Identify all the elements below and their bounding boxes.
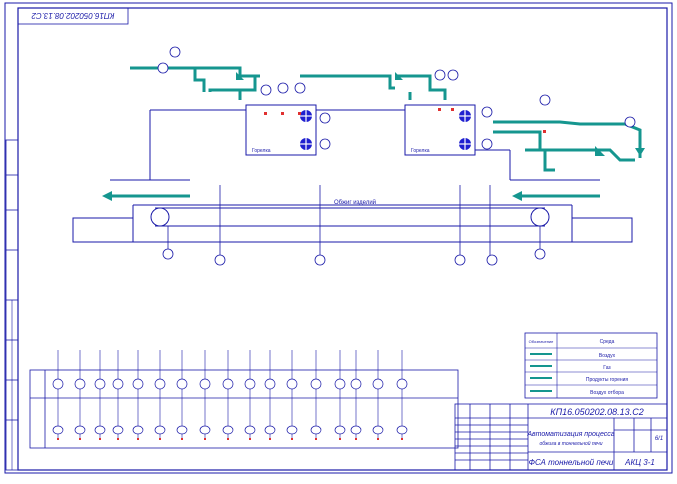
instrument-bubble <box>244 378 256 390</box>
stamp-sheet: 6/1 <box>655 436 663 442</box>
instrument-device <box>286 425 298 435</box>
stamp-title-2: обжига в тоннельной печи <box>539 440 602 447</box>
arrow-left-icon <box>512 191 522 201</box>
measurement-marker <box>377 438 379 440</box>
signal-lines <box>110 109 600 181</box>
instrument-bubble <box>264 378 276 390</box>
air-pipe <box>130 66 642 172</box>
legend-table <box>524 332 658 399</box>
measurement-marker <box>339 438 341 440</box>
instrument-bubble <box>372 378 384 390</box>
instrument-device <box>396 425 408 435</box>
instrument-bubble <box>350 378 362 390</box>
instrument-device <box>199 425 211 435</box>
instrument-device <box>154 425 166 435</box>
pipe-valves <box>236 72 645 156</box>
measurement-marker <box>57 438 59 440</box>
instrument-bubble <box>94 378 106 390</box>
instrument-bubble <box>222 378 234 390</box>
instrument-device <box>372 425 384 435</box>
instrument-device <box>334 425 346 435</box>
instrument-device <box>264 425 276 435</box>
furnace-box-1 <box>245 104 317 156</box>
title-block <box>454 403 668 471</box>
measurement-marker <box>159 438 161 440</box>
legend-item: Воздух отбора <box>590 390 624 396</box>
instrument-device <box>350 425 362 435</box>
measurement-marker <box>204 438 206 440</box>
instrument-device <box>112 425 124 435</box>
instrument-bubble <box>334 378 346 390</box>
stamp-title: Автоматизация процесса <box>526 431 614 438</box>
sensor-drops <box>167 185 541 256</box>
furnace-label-1: Горелка <box>252 148 271 154</box>
measurement-markers <box>264 108 546 133</box>
instrument-device <box>176 425 188 435</box>
instrument-bubble <box>52 378 64 390</box>
instrument-device <box>244 425 256 435</box>
legend-header-left: Обозначение <box>529 339 555 344</box>
measurement-marker <box>181 438 183 440</box>
instrument-bubble <box>74 378 86 390</box>
conveyor-label: Обжиг изделий <box>334 199 376 206</box>
measurement-marker <box>355 438 357 440</box>
left-margin-strips <box>5 139 19 471</box>
instrument-bubble <box>176 378 188 390</box>
stamp-subtitle: ФСА тоннельной печи <box>529 458 614 467</box>
instrument-columns <box>52 350 408 440</box>
instrument-device <box>94 425 106 435</box>
instrument-bubble <box>112 378 124 390</box>
instrument-device <box>52 425 64 435</box>
instrument-bubble <box>310 378 322 390</box>
arrow-left-icon <box>102 191 112 201</box>
tunnel-kiln <box>72 204 633 243</box>
legend-item: Газ <box>603 365 611 371</box>
furnace-label-2: Горелка <box>411 148 430 154</box>
top-stamp-code: КП16.050202.08.13.С2 <box>31 11 115 20</box>
instrument-bubble <box>286 378 298 390</box>
instrument-bubble <box>199 378 211 390</box>
measurement-marker <box>269 438 271 440</box>
instrument-bubbles <box>157 46 636 266</box>
measurement-marker <box>227 438 229 440</box>
legend-header-right: Среда <box>600 339 615 345</box>
stamp-group: АКЦ 3-1 <box>624 458 655 467</box>
measurement-marker <box>137 438 139 440</box>
instrument-device <box>310 425 322 435</box>
outer-frame <box>4 2 673 474</box>
furnace-box-2 <box>404 104 476 156</box>
instrument-bubble <box>154 378 166 390</box>
measurement-marker <box>99 438 101 440</box>
top-stamp-box <box>17 7 129 25</box>
instrument-device <box>74 425 86 435</box>
burner-icon <box>300 110 471 150</box>
legend-item: Воздух <box>599 353 616 359</box>
instrument-table <box>29 369 459 449</box>
instrument-device <box>222 425 234 435</box>
instrument-device <box>132 425 144 435</box>
measurement-marker <box>401 438 403 440</box>
stamp-code: КП16.050202.08.13.С2 <box>550 407 643 417</box>
measurement-marker <box>79 438 81 440</box>
instrument-bubble <box>132 378 144 390</box>
measurement-marker <box>117 438 119 440</box>
instrument-bubble <box>396 378 408 390</box>
legend-item: Продукты горения <box>586 377 629 383</box>
measurement-marker <box>291 438 293 440</box>
measurement-marker <box>315 438 317 440</box>
measurement-marker <box>249 438 251 440</box>
